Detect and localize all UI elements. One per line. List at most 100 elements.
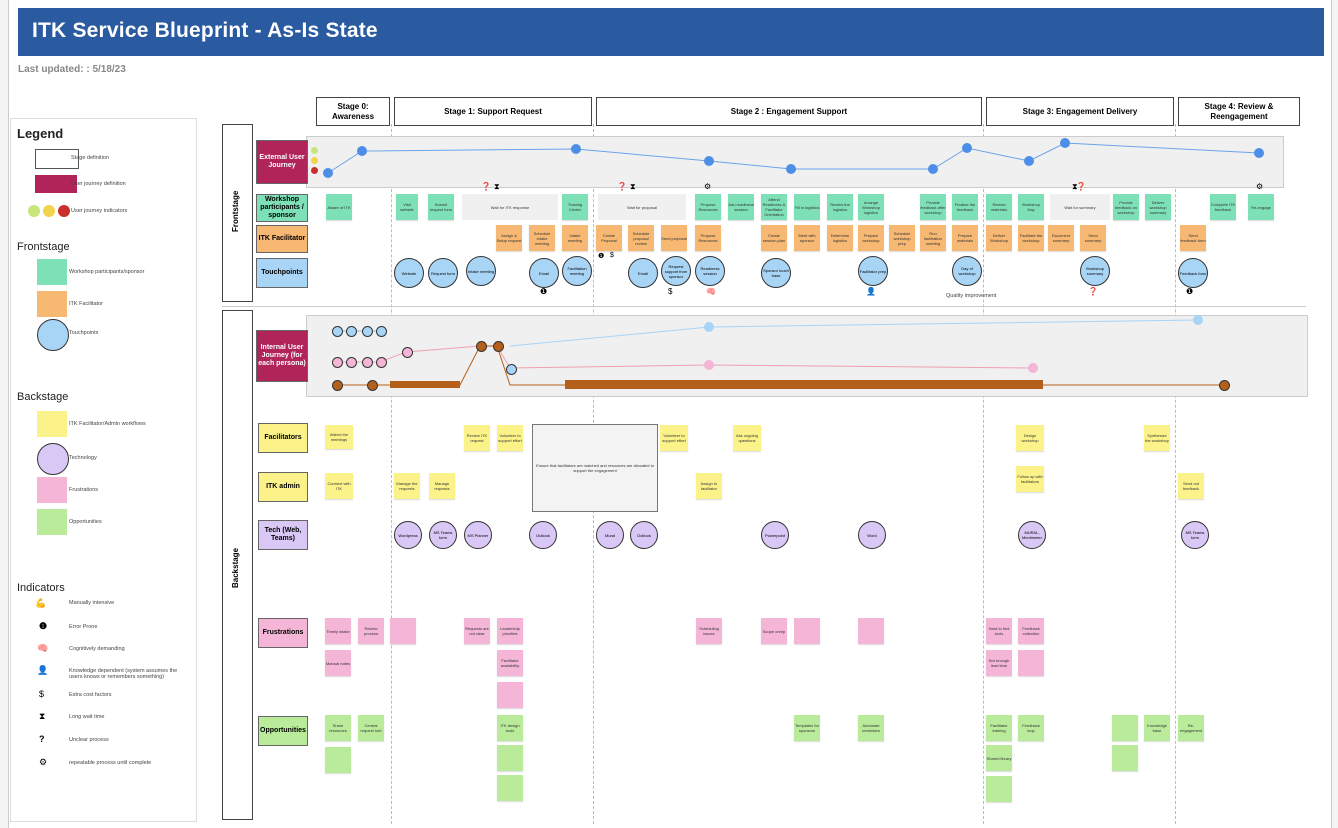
opportunity-note: Shared library <box>986 745 1012 771</box>
indicator-cost: Extra cost factors <box>69 692 112 698</box>
last-updated: Last updated: : 5/18/23 <box>18 64 126 75</box>
stage-divider <box>391 124 392 824</box>
touchpoint: Workshop summary <box>1080 256 1110 286</box>
frustration-note <box>1018 650 1044 676</box>
legend-indicators-label: User journey indicators <box>71 208 128 214</box>
participant-note: Re-engage <box>1248 194 1274 220</box>
stage-divider <box>983 124 984 824</box>
journey-point <box>376 357 387 368</box>
head-icon: 👤 <box>866 287 876 296</box>
legend-stage-swatch <box>35 149 79 169</box>
sad-face-icon <box>58 205 70 217</box>
participant-note: Submit request form <box>428 194 454 220</box>
tech-item: MS Planner <box>464 521 492 549</box>
row-facilitators: Facilitators <box>258 423 308 453</box>
legend-tech-label: Technology <box>69 455 97 461</box>
legend-title: Legend <box>17 126 64 141</box>
participant-note: Propose Resources <box>695 194 721 220</box>
legend-panel: Legend Stage definition User journey def… <box>10 118 197 822</box>
legend-touchpoint-label: Touchpoints <box>69 330 99 336</box>
neutral-face-icon <box>311 157 318 164</box>
external-journey-area <box>306 136 1284 188</box>
brain-icon: 🧠 <box>706 287 716 296</box>
legend-workflow-swatch <box>37 411 67 437</box>
opportunity-note: Automate reminders <box>858 715 884 741</box>
row-facilitator: ITK Facilitator <box>256 225 308 253</box>
touchpoint: Sponsor touch base <box>761 258 791 288</box>
tech-item: Word <box>858 521 886 549</box>
question-icon: ❓ <box>1076 182 1086 191</box>
frustration-note <box>858 618 884 644</box>
touchpoint: Facilitation meeting <box>562 256 592 286</box>
frustration-note: Scope creep <box>761 618 787 644</box>
facilitator-note: Send summary <box>1080 225 1106 251</box>
opportunity-note: Templates for sponsors <box>794 715 820 741</box>
indicator-manual: Manually intensive <box>69 600 115 606</box>
opportunity-note <box>497 775 523 801</box>
legend-tech-swatch <box>37 443 69 475</box>
legend-journey-label: User journey definition <box>71 181 126 187</box>
facilitator-task: Synthesize the workshop <box>1144 425 1170 451</box>
opportunity-note <box>325 747 351 773</box>
admin-task: Manage requests <box>429 473 455 499</box>
frustration-note: Review process <box>358 618 384 644</box>
facilitator-note: Facilitate the workshop <box>1018 225 1044 251</box>
facilitator-note: Create Proposal <box>596 225 622 251</box>
happy-face-icon <box>28 205 40 217</box>
legend-touchpoint-swatch <box>37 319 69 351</box>
backstage-band <box>222 310 253 820</box>
repeat-icon: ⚙ <box>704 182 712 191</box>
page-title: ITK Service Blueprint - As-Is State <box>32 19 378 42</box>
row-tech: Tech (Web, Teams) <box>258 520 308 550</box>
participant-note: Deliver workshop summary <box>1145 194 1171 220</box>
opportunity-note: Central request hub <box>358 715 384 741</box>
facilitator-note: Deliver Workshop <box>986 225 1012 251</box>
journey-point <box>786 164 796 174</box>
neutral-face-icon <box>43 205 55 217</box>
journey-point <box>704 360 714 370</box>
opportunity-note <box>1112 715 1138 741</box>
opportunity-note: Share resources <box>325 715 351 741</box>
legend-participant-swatch <box>37 259 67 285</box>
journey-point <box>704 156 714 166</box>
participant-note: Finalise the feedback <box>952 194 978 220</box>
touchpoint: Intake meeting <box>466 256 496 286</box>
journey-point <box>362 357 373 368</box>
touchpoint: Website <box>394 258 424 288</box>
repeat-icon: ⚙ <box>1256 182 1264 191</box>
tech-item: Powerpoint <box>761 521 789 549</box>
participant-note: Aware of ITK <box>326 194 352 220</box>
stage-1-header: Stage 1: Support Request <box>394 97 592 126</box>
happy-face-icon <box>311 147 318 154</box>
participant-note: Wait for summary <box>1050 194 1110 220</box>
facilitator-task: Attend the meetings <box>325 425 353 449</box>
facilitator-task: Design workshop <box>1016 425 1044 451</box>
hourglass-icon: ⧗ <box>1072 182 1078 191</box>
tech-item: Outlook <box>529 521 557 549</box>
hourglass-icon: ⧗ <box>630 182 636 191</box>
facilitator-note: Prepare workshop <box>858 225 884 251</box>
line-of-visibility <box>222 306 1306 307</box>
frustration-note: Timely intake <box>325 618 351 644</box>
error-icon: ❶ <box>1186 287 1194 296</box>
journey-point <box>476 341 487 352</box>
touchpoint: Request form <box>428 258 458 288</box>
journey-point <box>367 380 378 391</box>
tech-item: Outlook <box>630 521 658 549</box>
journey-point <box>506 364 517 375</box>
frustration-note: Requests are not clear <box>464 618 490 644</box>
facilitator-note: Send proposal <box>661 225 687 251</box>
tech-item: MS Teams form <box>1181 521 1209 549</box>
legend-journey-swatch <box>35 175 77 193</box>
journey-point <box>346 357 357 368</box>
journey-point <box>332 357 343 368</box>
facilitator-task: Review ITK request <box>464 425 490 451</box>
journey-point <box>376 326 387 337</box>
participant-note: Complete ITK feedback <box>1210 194 1236 220</box>
journey-point <box>1060 138 1070 148</box>
facilitator-note: Propose Resources <box>695 225 721 251</box>
frustration-note: Feedback collection <box>1018 618 1044 644</box>
journey-point <box>332 326 343 337</box>
frustration-note: Facilitator availability <box>497 650 523 676</box>
